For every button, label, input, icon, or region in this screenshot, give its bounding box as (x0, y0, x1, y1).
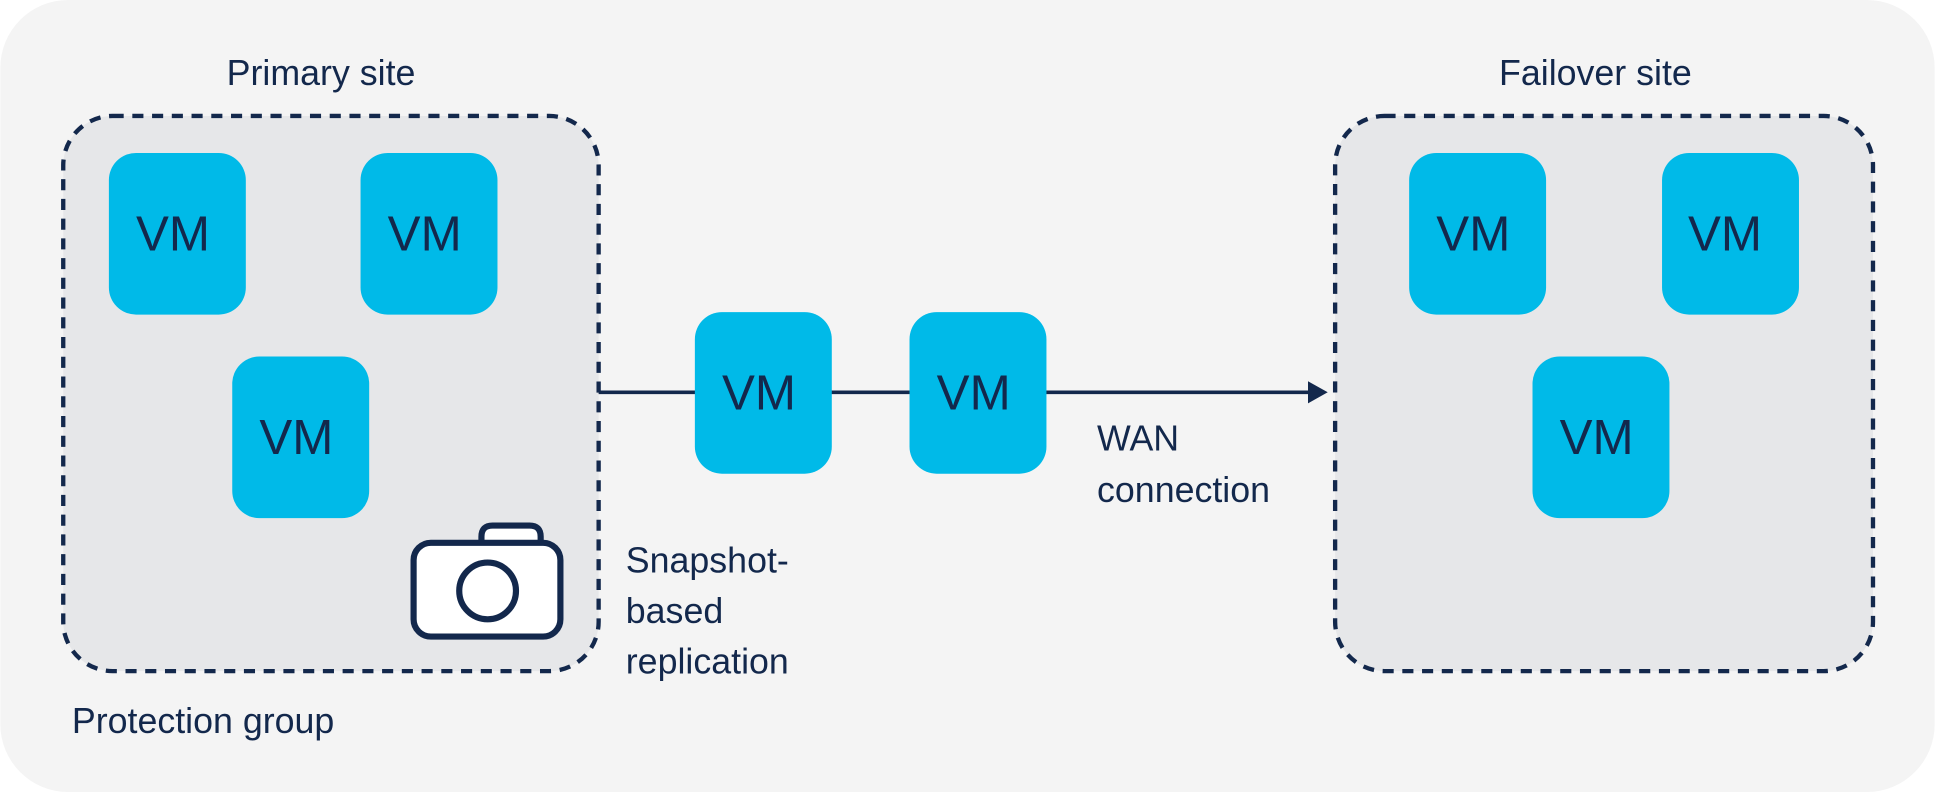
vm-transit-2[interactable]: VM (909, 312, 1047, 474)
vm-label: VM (136, 206, 210, 261)
arrow-right-icon (1307, 381, 1328, 404)
wan-label-line: connection (1097, 470, 1270, 510)
vm-primary-3[interactable]: VM (232, 356, 370, 519)
failover-site-title: Failover site (1499, 53, 1692, 93)
vm-transit-1[interactable]: VM (694, 312, 832, 474)
replication-label-line: Snapshot- (626, 540, 789, 580)
vm-label: VM (388, 206, 462, 261)
vm-failover-2[interactable]: VM (1662, 152, 1799, 315)
vm-failover-3[interactable]: VM (1532, 356, 1670, 519)
vm-label: VM (259, 410, 333, 465)
replication-label-line: replication (626, 642, 789, 682)
replication-label: Snapshot- based replication (626, 540, 789, 681)
vm-label: VM (1688, 206, 1762, 261)
vm-label: VM (722, 366, 796, 421)
vm-primary-2[interactable]: VM (360, 152, 498, 315)
vm-label: VM (1560, 410, 1634, 465)
vm-label: VM (937, 366, 1011, 421)
camera-icon (410, 522, 564, 640)
vm-failover-1[interactable]: VM (1409, 152, 1547, 315)
replication-label-line: based (626, 591, 723, 631)
primary-site-title: Primary site (227, 53, 416, 93)
wan-label-line: WAN (1097, 418, 1179, 458)
vm-primary-1[interactable]: VM (108, 152, 246, 315)
protection-group-label: Protection group (72, 701, 334, 741)
wan-label: WAN connection (1097, 418, 1270, 510)
vm-label: VM (1436, 206, 1510, 261)
